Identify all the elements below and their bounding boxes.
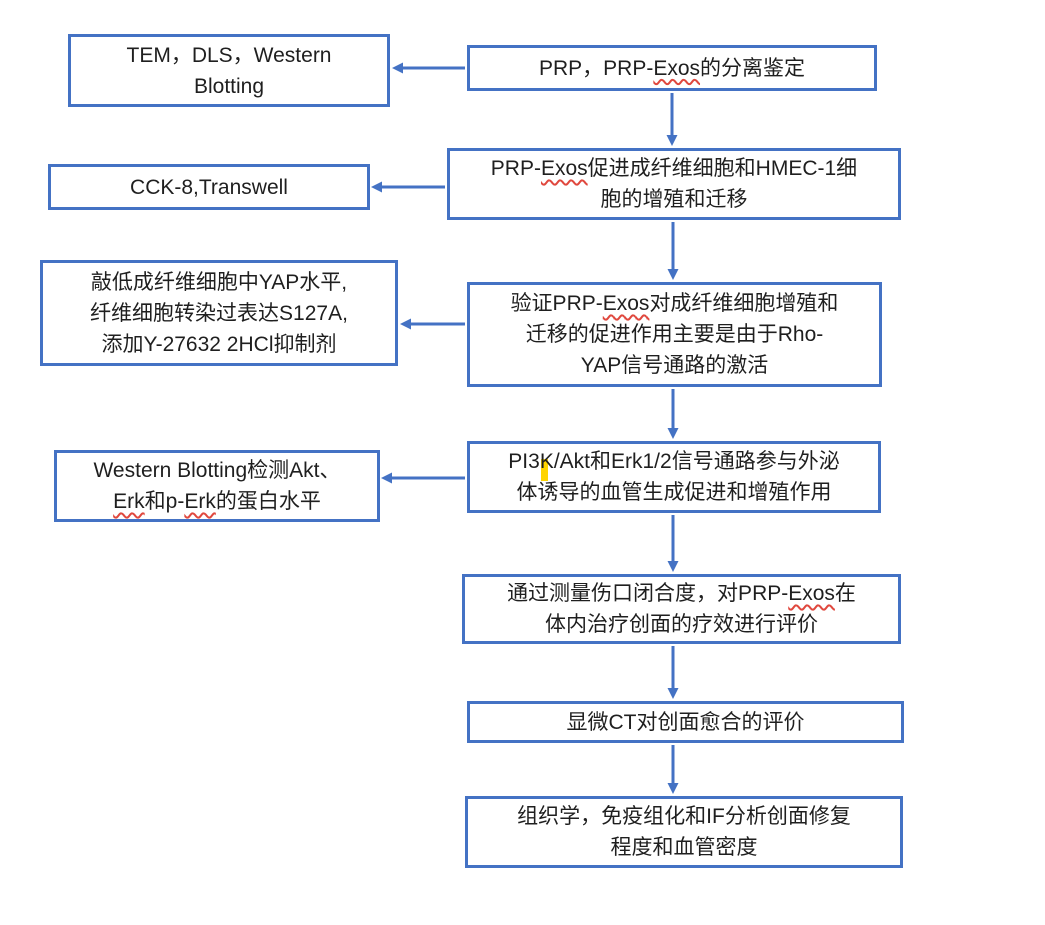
box-line: PI3K/Akt和Erk1/2信号通路参与外泌 <box>508 446 840 481</box>
text-segment: Western Blotting检测Akt、 <box>93 459 341 482</box>
text-segment: 添加Y-27632 2HCl抑制剂 <box>101 332 337 356</box>
box-line: 添加Y-27632 2HCl抑制剂 <box>102 329 337 360</box>
box-prp-isolation: PRP，PRP-Exos的分离鉴定 <box>467 45 877 91</box>
box-line: 体内治疗创面的疗效进行评价 <box>545 609 818 640</box>
arrow-prp-to-tem <box>392 62 465 74</box>
misspelled-word: Exos <box>602 292 650 315</box>
text-segment: 显微CT对创面愈合的评价 <box>566 710 805 734</box>
misspelled-word: Exos <box>540 157 588 180</box>
yellow-highlight-mark: K <box>540 446 554 481</box>
box-exos-proliferation-migration: PRP-Exos促进成纤维细胞和HMEC-1细 胞的增殖和迁移 <box>447 148 901 220</box>
box-line: Blotting <box>194 71 264 102</box>
text-segment: 纤维细胞转染过表达S127A, <box>90 301 348 325</box>
box-line: PRP，PRP-Exos的分离鉴定 <box>539 53 805 84</box>
text-segment: /Akt和Erk1/2信号通路参与外泌 <box>553 450 840 473</box>
text-segment: 胞的增殖和迁移 <box>600 188 748 211</box>
text-segment: TEM，DLS，Western <box>126 43 332 67</box>
box-line: PRP-Exos促进成纤维细胞和HMEC-1细 <box>491 153 857 184</box>
text-segment: 程度和血管密度 <box>610 836 758 859</box>
arrow-rhoyap-to-pi3k <box>667 389 679 439</box>
box-line: CCK-8,Transwell <box>130 172 288 203</box>
misspelled-word: Erk <box>113 490 145 513</box>
box-line: 迁移的促进作用主要是由于Rho- <box>526 319 824 350</box>
box-yap-knockdown: 敲低成纤维细胞中YAP水平, 纤维细胞转染过表达S127A, 添加Y-27632… <box>40 260 398 366</box>
text-segment: 体内治疗创面的疗效进行评价 <box>545 613 818 636</box>
text-segment: 验证PRP- <box>510 292 603 315</box>
box-line: 通过测量伤口闭合度，对PRP-Exos在 <box>507 578 856 609</box>
text-segment: PRP，PRP- <box>538 56 654 80</box>
box-line: 体诱导的血管生成促进和增殖作用 <box>517 477 832 508</box>
arrow-microct-to-histology <box>667 745 679 794</box>
misspelled-word: Exos <box>653 56 701 80</box>
box-histology-if: 组织学，免疫组化和IF分析创面修复 程度和血管密度 <box>465 796 903 868</box>
arrow-proliferation-to-rhoyap <box>667 222 679 280</box>
box-tem-dls-wb: TEM，DLS，Western Blotting <box>68 34 390 107</box>
text-segment: YAP信号通路的激活 <box>580 354 769 377</box>
text-segment: 促进成纤维细胞和HMEC-1细 <box>587 157 858 180</box>
arrow-pi3k-to-western <box>381 472 465 484</box>
text-segment: 迁移的促进作用主要是由于Rho- <box>525 323 824 346</box>
text-segment: 对成纤维细胞增殖和 <box>649 292 839 315</box>
text-segment: CCK-8,Transwell <box>130 175 288 199</box>
text-segment: 组织学，免疫组化和IF分析创面修复 <box>517 805 851 828</box>
text-segment: 体诱导的血管生成促进和增殖作用 <box>516 481 832 504</box>
box-line: 显微CT对创面愈合的评价 <box>567 707 805 738</box>
box-cck8-transwell: CCK-8,Transwell <box>48 164 370 210</box>
box-line: 胞的增殖和迁移 <box>601 184 748 215</box>
box-wound-closure-eval: 通过测量伤口闭合度，对PRP-Exos在 体内治疗创面的疗效进行评价 <box>462 574 901 644</box>
text-segment: 的蛋白水平 <box>215 490 321 513</box>
box-line: Western Blotting检测Akt、 <box>93 455 340 486</box>
box-rho-yap-pathway: 验证PRP-Exos对成纤维细胞增殖和 迁移的促进作用主要是由于Rho- YAP… <box>467 282 882 387</box>
box-pi3k-erk-pathway: PI3K/Akt和Erk1/2信号通路参与外泌 体诱导的血管生成促进和增殖作用 <box>467 441 881 513</box>
box-micro-ct-eval: 显微CT对创面愈合的评价 <box>467 701 904 743</box>
arrow-pi3k-to-wound <box>667 515 679 572</box>
text-segment: PI3 <box>508 450 540 473</box>
box-line: 验证PRP-Exos对成纤维细胞增殖和 <box>511 288 839 319</box>
box-line: 组织学，免疫组化和IF分析创面修复 <box>517 801 851 832</box>
text-segment: 在 <box>834 582 856 605</box>
box-western-akt-erk: Western Blotting检测Akt、 Erk和p-Erk的蛋白水平 <box>54 450 380 522</box>
arrow-wound-to-microct <box>667 646 679 699</box>
box-line: 程度和血管密度 <box>611 832 758 863</box>
text-segment: 和p- <box>144 490 185 513</box>
box-line: YAP信号通路的激活 <box>581 350 768 381</box>
box-line: TEM，DLS，Western <box>127 40 332 71</box>
text-segment: Blotting <box>193 74 265 98</box>
arrow-rhoyap-to-knockdown <box>400 318 465 330</box>
arrow-prp-to-proliferation <box>666 93 678 146</box>
arrow-proliferation-to-cck8 <box>371 181 445 193</box>
box-line: 纤维细胞转染过表达S127A, <box>90 298 348 329</box>
misspelled-word: Erk <box>184 490 216 513</box>
box-line: 敲低成纤维细胞中YAP水平, <box>91 267 347 298</box>
text-segment: 的分离鉴定 <box>700 56 806 80</box>
text-segment: 通过测量伤口闭合度，对PRP- <box>507 582 789 605</box>
box-line: Erk和p-Erk的蛋白水平 <box>113 486 321 517</box>
misspelled-word: Exos <box>788 582 835 605</box>
text-segment: 敲低成纤维细胞中YAP水平, <box>90 270 348 294</box>
text-segment: PRP- <box>490 157 541 180</box>
